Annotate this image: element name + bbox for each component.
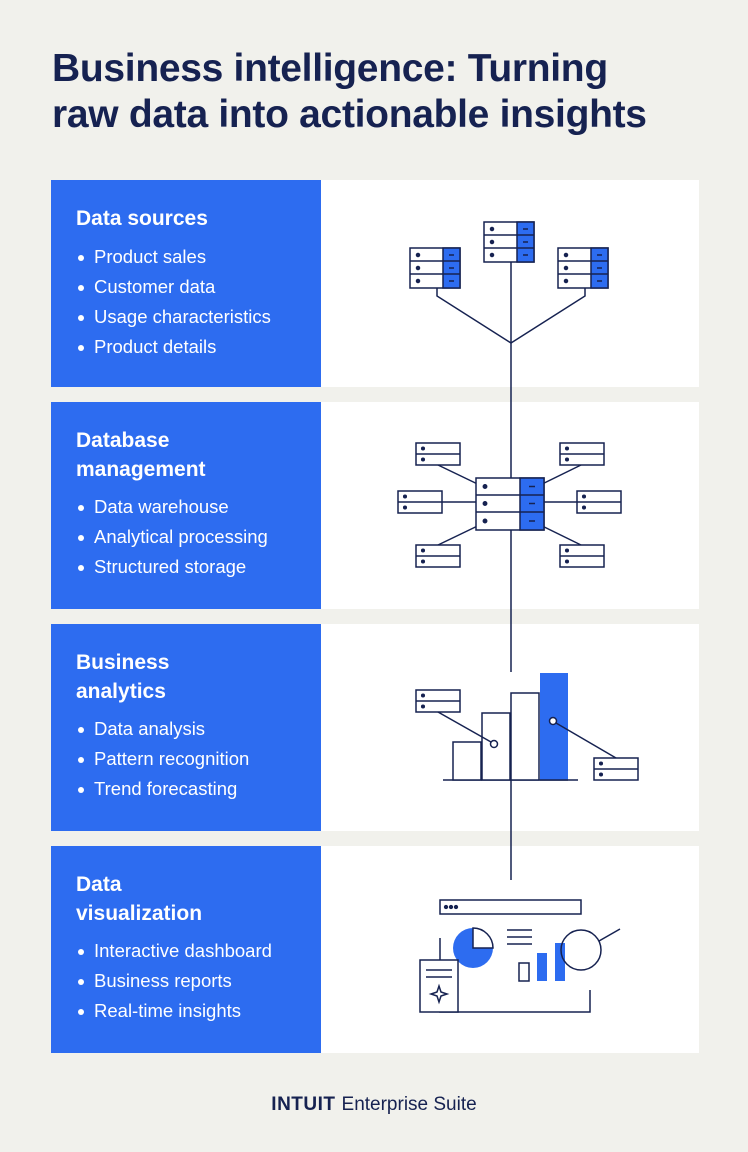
section-heading: Data visualization: [76, 870, 316, 928]
section-heading-line: analytics: [76, 680, 166, 703]
product-name: Enterprise Suite: [341, 1094, 477, 1115]
section-heading-line: visualization: [76, 902, 203, 925]
list-item: Business reports: [76, 966, 321, 996]
list-item: Structured storage: [76, 552, 321, 582]
list-item: Data warehouse: [76, 492, 321, 522]
section-heading-line: Data: [76, 873, 122, 896]
section-panel: Data visualization Interactive dashboard…: [51, 846, 321, 1053]
intuit-logo: INTUIT: [271, 1094, 336, 1115]
list-item: Product sales: [76, 242, 321, 272]
section-panel: Data sources Product sales Customer data…: [51, 180, 321, 387]
section-database-management: Database management Data warehouse Analy…: [51, 402, 699, 609]
list-item: Product details: [76, 332, 321, 362]
section-list: Data analysis Pattern recognition Trend …: [76, 714, 321, 804]
section-list: Product sales Customer data Usage charac…: [76, 242, 321, 362]
list-item: Real-time insights: [76, 996, 321, 1026]
section-panel: Database management Data warehouse Analy…: [51, 402, 321, 609]
list-item: Analytical processing: [76, 522, 321, 552]
section-data-sources: Data sources Product sales Customer data…: [51, 180, 699, 387]
section-business-analytics: Business analytics Data analysis Pattern…: [51, 624, 699, 831]
section-list: Interactive dashboard Business reports R…: [76, 936, 321, 1026]
list-item: Trend forecasting: [76, 774, 321, 804]
section-heading-line: Data sources: [76, 207, 208, 230]
section-heading: Business analytics: [76, 648, 316, 706]
list-item: Interactive dashboard: [76, 936, 321, 966]
section-heading: Database management: [76, 426, 316, 484]
section-data-visualization: Data visualization Interactive dashboard…: [51, 846, 699, 1053]
list-item: Usage characteristics: [76, 302, 321, 332]
list-item: Pattern recognition: [76, 744, 321, 774]
section-heading: Data sources: [76, 204, 316, 233]
list-item: Customer data: [76, 272, 321, 302]
section-heading-line: Business: [76, 651, 170, 674]
list-item: Data analysis: [76, 714, 321, 744]
title-line-1: Business intelligence: Turning: [52, 47, 608, 90]
section-heading-line: Database: [76, 429, 170, 452]
section-heading-line: management: [76, 458, 206, 481]
title-line-2: raw data into actionable insights: [52, 93, 647, 136]
section-list: Data warehouse Analytical processing Str…: [76, 492, 321, 582]
page-title: Business intelligence: Turning raw data …: [52, 46, 712, 138]
section-panel: Business analytics Data analysis Pattern…: [51, 624, 321, 831]
